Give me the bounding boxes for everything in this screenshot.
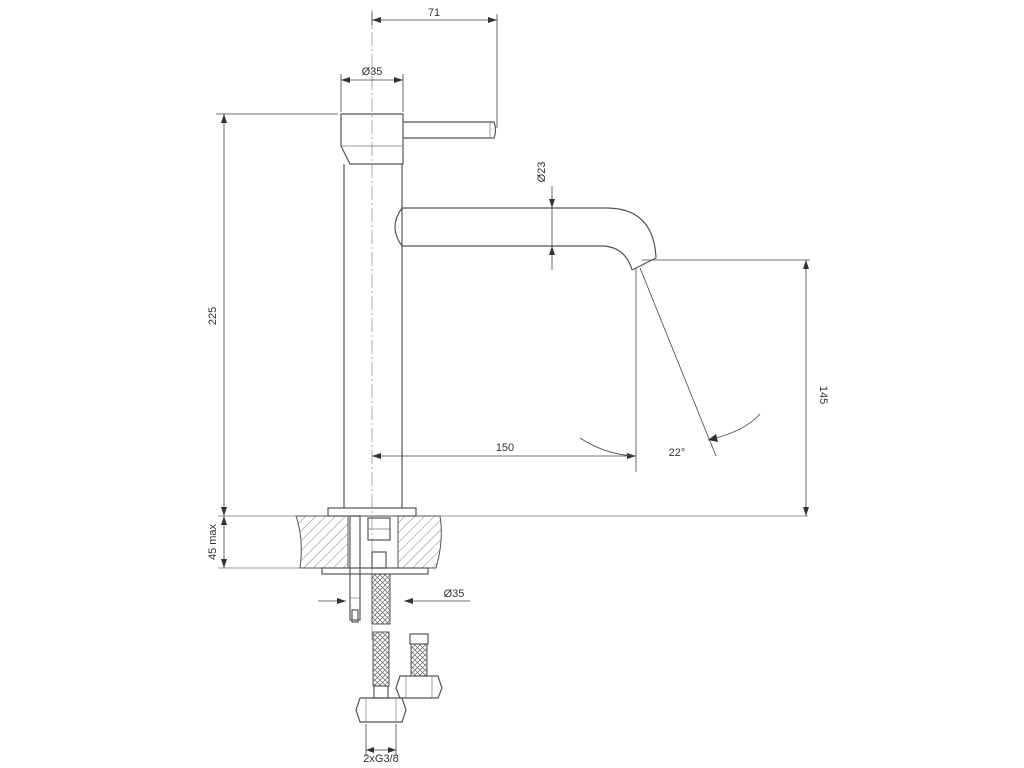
label-outlet-height: 145 xyxy=(817,386,829,404)
dimension-hose-thread: 2xG3/8 xyxy=(363,724,399,765)
dimension-mount-diameter: Ø35 xyxy=(318,588,470,604)
label-spray-angle: 22° xyxy=(669,447,686,459)
label-spout-reach: 150 xyxy=(496,442,514,454)
dimension-lever-reach: 71 xyxy=(371,7,498,128)
dimension-spout-reach: 150 xyxy=(372,268,637,472)
label-spout-diameter: Ø23 xyxy=(536,162,548,183)
spout xyxy=(394,207,657,271)
mounting-kit xyxy=(349,515,443,723)
dimension-spray-angle: 22° xyxy=(579,267,761,459)
dimension-spout-diameter: Ø23 xyxy=(536,162,555,270)
dimension-outlet-height: 145 xyxy=(642,259,829,516)
faucet-body xyxy=(327,113,497,517)
label-lever-reach: 71 xyxy=(428,7,440,19)
label-mount-diameter: Ø35 xyxy=(444,588,465,600)
dimension-total-height: 225 xyxy=(207,113,338,516)
label-total-height: 225 xyxy=(207,307,219,325)
label-body-diameter: Ø35 xyxy=(362,66,383,78)
label-hose-thread: 2xG3/8 xyxy=(363,753,398,765)
label-counter-thickness: 45 max xyxy=(207,523,219,560)
countertop-section xyxy=(218,515,808,575)
dimension-body-diameter: Ø35 xyxy=(340,66,404,112)
dimension-counter-thickness: 45 max xyxy=(207,516,227,568)
